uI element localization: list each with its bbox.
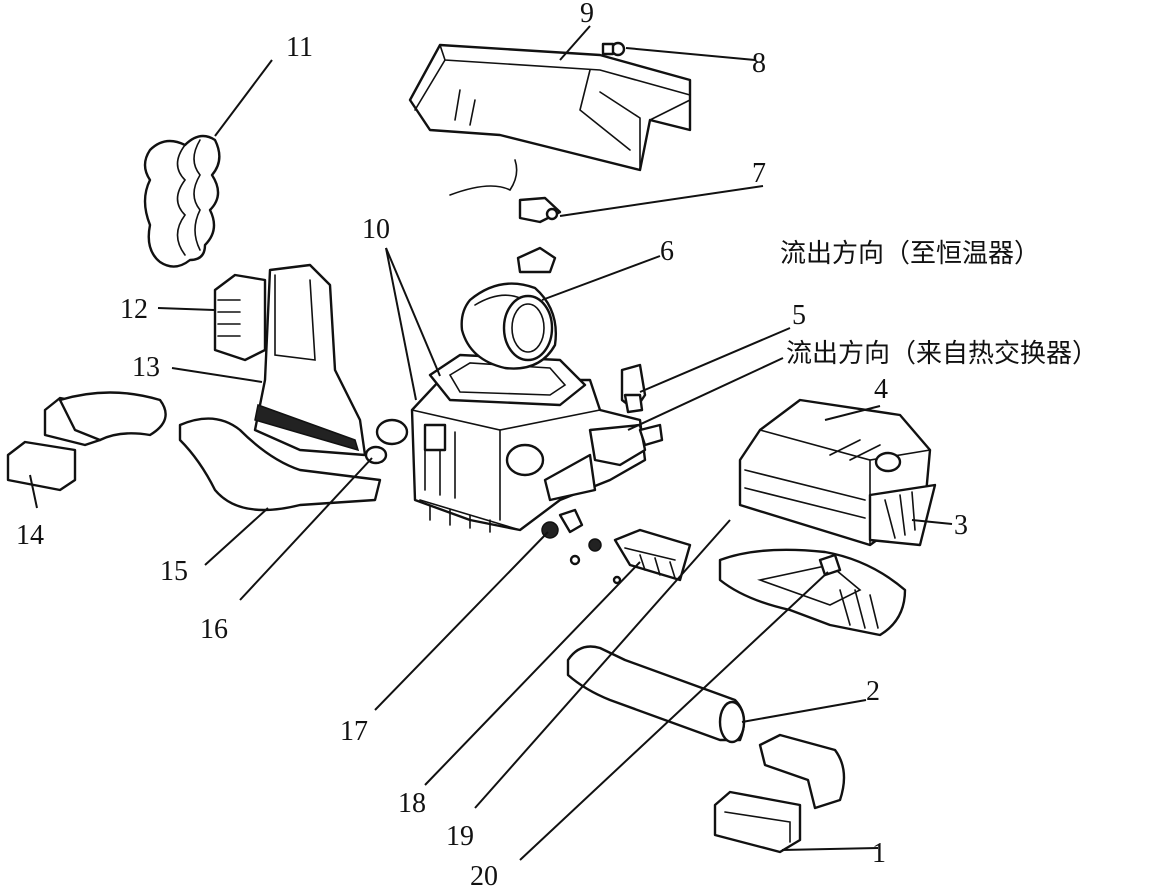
part-17-fitting xyxy=(541,508,584,566)
part-19-bracket xyxy=(613,528,692,582)
part-12-vent xyxy=(213,273,267,362)
label-4: 4 xyxy=(874,374,888,405)
part-20-lower-housing xyxy=(718,548,907,637)
label-14: 14 xyxy=(16,520,44,551)
part-6-valve-cap xyxy=(516,246,557,274)
part-1-outlet xyxy=(713,733,846,854)
label-11: 11 xyxy=(286,32,313,63)
part-13-duct xyxy=(253,263,367,457)
number-labels: 1 2 3 4 5 6 7 8 9 10 11 12 13 14 15 16 1… xyxy=(16,0,968,889)
label-18: 18 xyxy=(398,788,426,819)
label-12: 12 xyxy=(120,294,148,325)
label-15: 15 xyxy=(160,556,188,587)
part-10-frame xyxy=(428,353,587,407)
part-6-cylinder xyxy=(460,282,557,370)
leader-lines xyxy=(29,25,953,861)
label-19: 19 xyxy=(446,821,474,852)
flow-annotations: 流出方向（至恒温器） 流出方向（来自热交换器） xyxy=(780,239,1098,369)
label-7: 7 xyxy=(752,158,766,189)
part-18-spring xyxy=(588,538,622,585)
heater-housing xyxy=(410,378,664,533)
label-20: 20 xyxy=(470,861,498,889)
annotation-outflow-from-heat-exchanger: 流出方向（来自热交换器） xyxy=(786,339,1098,369)
label-9: 9 xyxy=(580,0,594,29)
label-8: 8 xyxy=(752,48,766,79)
label-3: 3 xyxy=(954,510,968,541)
part-11-filter xyxy=(143,134,221,268)
part-5-valve xyxy=(620,363,647,414)
part-7-sensor xyxy=(449,159,562,224)
part-3-flap xyxy=(868,483,937,547)
label-5: 5 xyxy=(792,300,806,331)
label-17: 17 xyxy=(340,716,368,747)
label-6: 6 xyxy=(660,236,674,267)
part-8-bolt xyxy=(601,41,626,57)
part-2-duct xyxy=(566,645,746,744)
label-16: 16 xyxy=(200,614,228,645)
label-13: 13 xyxy=(132,352,160,383)
label-10: 10 xyxy=(362,214,390,245)
part-15-duct xyxy=(58,391,382,512)
label-1: 1 xyxy=(872,838,886,869)
part-9-cover xyxy=(408,43,692,172)
part-16-connector xyxy=(364,418,409,465)
annotation-outflow-to-thermostat: 流出方向（至恒温器） xyxy=(780,239,1040,269)
label-2: 2 xyxy=(866,676,880,707)
